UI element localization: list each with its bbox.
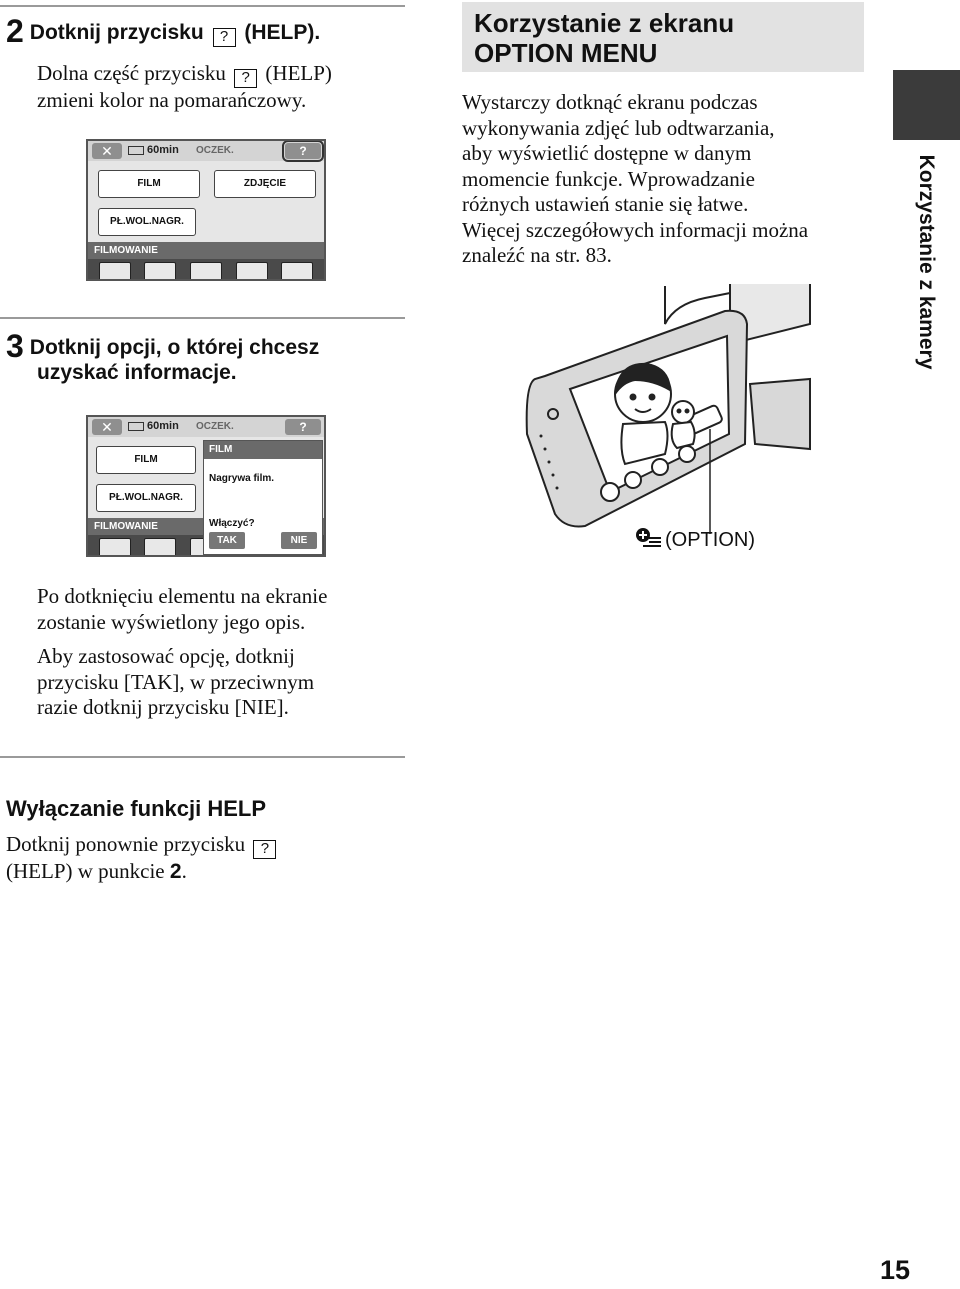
description-paragraph: Po dotknięciu elementu na ekranie zostan… <box>37 584 327 635</box>
step-reference: 2 <box>169 860 182 883</box>
close-icon[interactable]: ✕ <box>92 419 122 435</box>
close-icon[interactable]: ✕ <box>92 143 122 159</box>
camera-tab-icon[interactable] <box>98 537 131 555</box>
lcd-screen-help: ✕ 60min OCZEK. ? FILM ZDJĘCIE PŁ.WOL.NAG… <box>86 139 326 281</box>
side-tab-label: Korzystanie z kamery <box>915 154 938 370</box>
step2-text-pre: Dolna część przycisku <box>37 61 226 85</box>
text-line: Wystarczy dotknąć ekranu podczas <box>462 90 758 114</box>
popup-question: Włączyć? <box>209 518 255 529</box>
text-line: znaleźć na str. 83. <box>462 243 612 267</box>
step2-title-post: (HELP). <box>244 21 321 44</box>
help-off-heading: Wyłączanie funkcji HELP <box>6 796 267 821</box>
film-button[interactable]: FILM <box>96 446 196 474</box>
step2-text-line2: zmieni kolor na pomarańczowy. <box>37 88 307 112</box>
film-button[interactable]: FILM <box>98 170 200 198</box>
text-line: przycisku [TAK], w przeciwnym <box>37 669 315 694</box>
text-line: (HELP) w punkcie <box>6 859 170 883</box>
rule-bottom <box>0 756 405 758</box>
step3-title-line1: Dotknij opcji, o której chcesz <box>29 336 320 359</box>
play-tab-icon[interactable] <box>144 261 177 279</box>
rule-top-left <box>0 5 405 7</box>
option-text: (OPTION) <box>665 529 755 551</box>
battery-time: 60min <box>147 144 179 156</box>
grid-tab-icon[interactable] <box>189 261 222 279</box>
page-number: 15 <box>879 1255 910 1285</box>
help-icon: ? <box>253 840 277 859</box>
step3-number: 3 <box>6 328 24 364</box>
text-line: razie dotknij przycisku [NIE]. <box>37 695 289 719</box>
lcd-screen-popup: ✕ 60min OCZEK. ? FILM PŁ.WOL.NAGR. FILMO… <box>86 415 326 557</box>
text-line: różnych ustawień stanie się łatwe. <box>462 192 749 216</box>
lcd-status-bar <box>88 141 324 161</box>
yes-button[interactable]: TAK <box>209 532 245 549</box>
slow-rec-button[interactable]: PŁ.WOL.NAGR. <box>96 484 196 512</box>
camera-tab-icon[interactable] <box>98 261 131 279</box>
help-icon: ? <box>212 28 236 47</box>
heading-line1: Korzystanie z ekranu <box>474 8 735 38</box>
text-line: aby wyświetlić dostępne w danym <box>462 141 752 165</box>
option-menu-heading: Korzystanie z ekranu OPTION MENU <box>462 2 864 72</box>
text-line: momencie funkcje. Wprowadzanie <box>462 166 755 191</box>
text-line: zostanie wyświetlony jego opis. <box>37 609 306 634</box>
play-tab-icon[interactable] <box>144 537 177 555</box>
text-line: Więcej szczegółowych informacji można <box>462 217 809 242</box>
text-line: Dotknij ponownie przycisku <box>6 832 246 856</box>
heading-line2: OPTION MENU <box>474 38 658 68</box>
slow-rec-button[interactable]: PŁ.WOL.NAGR. <box>98 208 196 236</box>
help-button[interactable]: ? <box>285 419 321 435</box>
battery-time: 60min <box>147 420 179 432</box>
mode-label: OCZEK. <box>196 421 234 432</box>
popup-title: FILM <box>204 441 322 459</box>
apply-paragraph: Aby zastosować opcję, dotknij przycisku … <box>37 644 314 721</box>
step3-title-line2: uzyskać informacje. <box>37 361 237 384</box>
battery-icon <box>128 146 144 155</box>
no-button[interactable]: NIE <box>281 532 317 549</box>
text-line: Po dotknięciu elementu na ekranie <box>37 584 328 608</box>
edit-tab-icon[interactable] <box>235 261 268 279</box>
option-icon <box>635 527 661 549</box>
tab-bar <box>88 259 324 279</box>
popup-description: Nagrywa film. <box>209 473 275 484</box>
help-button[interactable]: ? <box>282 141 324 162</box>
help-popup: FILM Nagrywa film. Włączyć? TAK NIE <box>203 440 323 555</box>
step2-number: 2 <box>6 13 24 49</box>
help-icon: ? <box>234 69 258 88</box>
battery-icon <box>128 422 144 431</box>
mode-band: FILMOWANIE <box>88 242 324 260</box>
option-menu-text: Wystarczy dotknąć ekranu podczas wykonyw… <box>462 90 808 269</box>
mode-label: OCZEK. <box>196 145 234 156</box>
rule-step3 <box>0 317 405 319</box>
text-line: wykonywania zdjęć lub odtwarzania, <box>462 115 775 140</box>
text-line-end: . <box>181 859 187 883</box>
step2-title-pre: Dotknij przycisku <box>29 21 204 44</box>
camera-illustration <box>525 284 811 534</box>
help-off-text: Dotknij ponownie przycisku ? (HELP) w pu… <box>6 832 279 885</box>
step2-text: Dolna część przycisku ? (HELP) zmieni ko… <box>37 61 332 114</box>
text-line: Aby zastosować opcję, dotknij <box>37 644 295 668</box>
lcd-status-bar <box>88 417 324 437</box>
toolbox-tab-icon[interactable] <box>281 261 314 279</box>
step2-text-post: (HELP) <box>265 61 332 85</box>
option-label: (OPTION) <box>635 527 755 552</box>
photo-button[interactable]: ZDJĘCIE <box>214 170 316 198</box>
side-tab-marker <box>893 70 960 140</box>
